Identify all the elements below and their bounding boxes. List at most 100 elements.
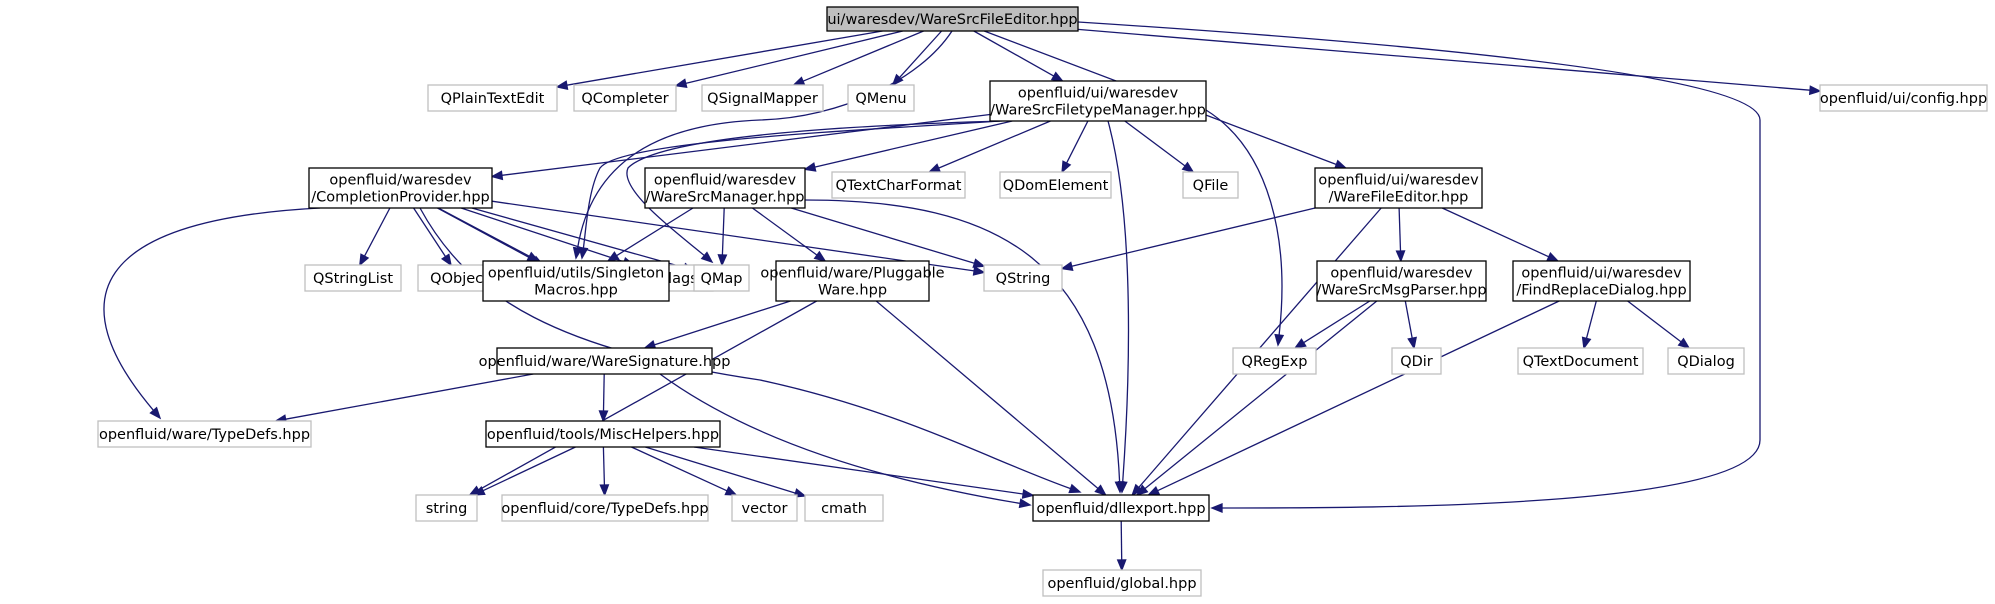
node-waresrcmanager[interactable]: openfluid/waresdev/WareSrcManager.hpp (644, 167, 806, 209)
node-completionprovider[interactable]: openfluid/waresdev/CompletionProvider.hp… (308, 167, 493, 209)
edge-line (616, 207, 694, 257)
arrowhead (813, 250, 827, 263)
arrowhead (1116, 559, 1127, 572)
node-label: string (426, 501, 468, 517)
edge-line (626, 120, 1003, 257)
node-box (731, 494, 798, 522)
edge-line (1398, 207, 1402, 252)
edge-findreplacedialog-to-qdialog (1627, 300, 1691, 350)
node-mischelpers[interactable]: openfluid/tools/MiscHelpers.hpp (485, 420, 721, 448)
node-label: openfluid/dllexport.hpp (1036, 501, 1205, 517)
arrowhead (1094, 484, 1107, 497)
node-box (847, 84, 915, 112)
node-box (1667, 347, 1745, 375)
edge-line (1303, 300, 1371, 344)
edge-line (491, 200, 975, 272)
edge-line (566, 30, 883, 86)
node-uiconfig: openfluid/ui/config.hpp (1819, 84, 1988, 112)
edge-root-to-filetypemanager (973, 30, 1065, 82)
node-box (693, 264, 750, 292)
node-box (97, 420, 312, 448)
edge-completionprovider-to-qflags (460, 207, 636, 267)
node-findreplacedialog[interactable]: openfluid/ui/waresdev/FindReplaceDialog.… (1512, 260, 1691, 302)
edge-line (478, 300, 818, 491)
arrowhead (700, 251, 714, 264)
node-box (482, 260, 670, 302)
node-box (989, 80, 1207, 122)
node-waresignature[interactable]: openfluid/ware/WareSignature.hpp (479, 347, 731, 375)
edge-pluggableware-to-waresignature (643, 300, 791, 350)
edge-line (938, 120, 1051, 169)
edge-root-to-uiconfig (1077, 28, 1822, 96)
edge-waresrcmanager-to-dllexport (804, 199, 1125, 494)
arrowhead (1114, 481, 1125, 494)
node-box (304, 264, 402, 292)
arrowhead (1808, 85, 1822, 96)
edge-line (1071, 207, 1316, 267)
edge-completionprovider-to-qobject (413, 207, 452, 267)
edge-mischelpers-to-dllexport (693, 446, 1035, 499)
node-qdir: QDir (1391, 347, 1442, 375)
node-label: QDir (1400, 354, 1433, 370)
edge-line (802, 30, 924, 82)
arrowhead (717, 254, 728, 267)
node-box (831, 171, 966, 199)
edge-line (460, 207, 625, 263)
arrowhead (1181, 161, 1195, 174)
node-box (804, 494, 884, 522)
node-label: QDomElement (1003, 178, 1109, 194)
edge-waresrcmanager-to-singletonmacros (606, 207, 694, 262)
node-label: openfluid/core/TypeDefs.hpp (501, 501, 708, 517)
arrowhead (724, 486, 738, 496)
node-label: QMenu (855, 91, 906, 107)
edge-line (1441, 207, 1550, 258)
edge-mischelpers-to-string (472, 446, 576, 496)
node-label: /CompletionProvider.hpp (311, 190, 490, 206)
arrowhead (674, 78, 688, 89)
edge-filetypemanager-to-qdomelement (1061, 120, 1089, 174)
node-label: openfluid/ware/TypeDefs.hpp (99, 427, 310, 443)
node-box (485, 420, 721, 448)
node-label: openfluid/waresdev (329, 173, 472, 189)
edge-line (1627, 300, 1682, 343)
edge-layer (103, 21, 1822, 572)
node-dllexport[interactable]: openfluid/dllexport.hpp (1032, 494, 1210, 522)
node-label: QMap (700, 271, 742, 287)
arrowhead (972, 258, 986, 268)
node-box (308, 167, 493, 209)
node-box (1032, 494, 1210, 522)
arrowhead (599, 484, 610, 497)
edge-msgparser-to-dllexport (1135, 300, 1378, 497)
node-qfile: QFile (1182, 171, 1239, 199)
node-filetypemanager[interactable]: openfluid/ui/waresdev/WareSrcFiletypeMan… (989, 80, 1207, 122)
node-msgparser[interactable]: openfluid/waresdev/WareSrcMsgParser.hpp (1316, 260, 1487, 302)
node-label: openfluid/utils/Singleton (488, 266, 664, 282)
node-box (1232, 347, 1317, 375)
node-label: openfluid/waresdev (654, 173, 797, 189)
node-box (1819, 84, 1988, 112)
node-warefileeditor[interactable]: openfluid/ui/waresdev/WareFileEditor.hpp (1314, 167, 1483, 209)
edge-line (1077, 21, 1761, 509)
edge-msgparser-to-qregexp (1293, 300, 1371, 349)
edge-mischelpers-to-coretypedefs (599, 446, 610, 497)
edge-line (413, 207, 447, 257)
node-box (701, 84, 824, 112)
node-label: cmath (821, 501, 867, 517)
node-qtextdocument: QTextDocument (1517, 347, 1644, 375)
arrowhead (803, 162, 817, 172)
edge-line (804, 199, 1121, 483)
arrowhead (1334, 159, 1348, 169)
edge-findreplacedialog-to-dllexport (1146, 300, 1560, 496)
node-label: openfluid/ui/config.hpp (1820, 91, 1987, 107)
node-string: string (415, 494, 478, 522)
edge-line (471, 207, 685, 269)
edge-line (602, 446, 606, 486)
node-label: /WareFileEditor.hpp (1329, 190, 1469, 206)
edge-filetypemanager-to-qtextcharformat (927, 120, 1051, 173)
arrowhead (555, 80, 569, 91)
arrowhead (440, 253, 452, 267)
node-qdialog: QDialog (1667, 347, 1745, 375)
